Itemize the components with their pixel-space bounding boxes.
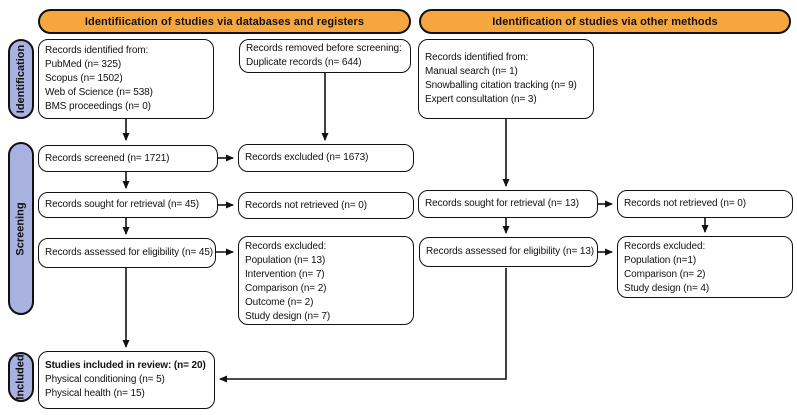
box-records-removed-before-screening: Records removed before screening: Duplic…: [239, 39, 411, 73]
stage-included: Included: [8, 352, 34, 402]
box-line: Comparison (n= 2): [245, 282, 327, 294]
box-line: Records not retrieved (n= 0): [245, 199, 367, 211]
box-records-sought-databases: Records sought for retrieval (n= 45): [38, 192, 218, 218]
box-title: Studies included in review: (n= 20): [45, 360, 206, 372]
box-line: Study design (n= 7): [245, 310, 331, 322]
box-line: Records identified from:: [45, 45, 149, 57]
box-line: Snowballing citation tracking (n= 9): [425, 80, 577, 91]
box-line: Records assessed for eligibility (n= 13): [426, 246, 595, 258]
stage-screening-label: Screening: [15, 201, 27, 256]
header-other-methods-label: Identification of studies via other meth…: [492, 15, 718, 28]
box-records-excluded-eligibility-databases: Records excluded: Population (n= 13) Int…: [238, 236, 414, 325]
stage-screening: Screening: [8, 142, 34, 315]
box-line: Duplicate records (n= 644): [246, 57, 362, 68]
box-line: Records excluded:: [624, 241, 706, 252]
box-line: Population (n= 13): [245, 254, 326, 266]
box-records-assessed-other: Records assessed for eligibility (n= 13): [419, 237, 598, 267]
box-line: Intervention (n= 7): [245, 268, 325, 280]
box-line: Records assessed for eligibility (n= 45): [45, 247, 214, 259]
box-line: Records excluded:: [245, 241, 327, 252]
box-line: Records excluded (n= 1673): [245, 152, 369, 164]
box-line: Records sought for retrieval (n= 13): [425, 198, 579, 210]
box-line: Expert consultation (n= 3): [425, 93, 537, 105]
box-line: BMS proceedings (n= 0): [45, 100, 151, 112]
box-records-not-retrieved-other: Records not retrieved (n= 0): [617, 190, 793, 218]
box-line: Web of Science (n= 538): [45, 86, 153, 98]
box-studies-included: Studies included in review: (n= 20) Phys…: [38, 351, 215, 409]
header-other-methods: Identification of studies via other meth…: [419, 9, 791, 34]
stage-identification: Identification: [8, 39, 34, 119]
box-records-not-retrieved-databases: Records not retrieved (n= 0): [238, 192, 414, 219]
box-records-excluded-eligibility-other: Records excluded: Population (n=1) Compa…: [617, 236, 793, 298]
box-records-identified-other: Records identified from: Manual search (…: [418, 39, 594, 119]
box-line: Study design (n= 4): [624, 282, 710, 294]
box-line: Records sought for retrieval (n= 45): [45, 199, 199, 211]
box-line: Scopus (n= 1502): [45, 73, 123, 85]
box-line: Physical conditioning (n= 5): [45, 374, 165, 386]
box-line: Population (n=1): [624, 254, 697, 266]
box-line: Manual search (n= 1): [425, 66, 518, 78]
box-records-sought-other: Records sought for retrieval (n= 13): [418, 190, 598, 218]
header-databases-registers-label: Identifiication of studies via databases…: [84, 15, 365, 28]
box-records-identified-databases: Records identified from: PubMed (n= 325)…: [38, 39, 214, 119]
box-line: Records removed before screening:: [246, 43, 402, 55]
box-line: PubMed (n= 325): [45, 59, 122, 71]
header-databases-registers: Identifiication of studies via databases…: [38, 9, 411, 34]
box-line: Records identified from:: [425, 52, 529, 64]
box-line: Comparison (n= 2): [624, 268, 706, 280]
box-line: Records screened (n= 1721): [45, 152, 170, 164]
box-line: Physical health (n= 15): [45, 387, 145, 399]
box-records-screened: Records screened (n= 1721): [38, 145, 218, 172]
stage-identification-label: Identification: [15, 44, 28, 114]
stage-included-label: Included: [15, 354, 28, 400]
box-line: Records not retrieved (n= 0): [624, 198, 746, 210]
box-records-excluded-screening: Records excluded (n= 1673): [238, 144, 414, 172]
box-line: Outcome (n= 2): [245, 296, 314, 308]
box-records-assessed-databases: Records assessed for eligibility (n= 45): [38, 238, 216, 268]
